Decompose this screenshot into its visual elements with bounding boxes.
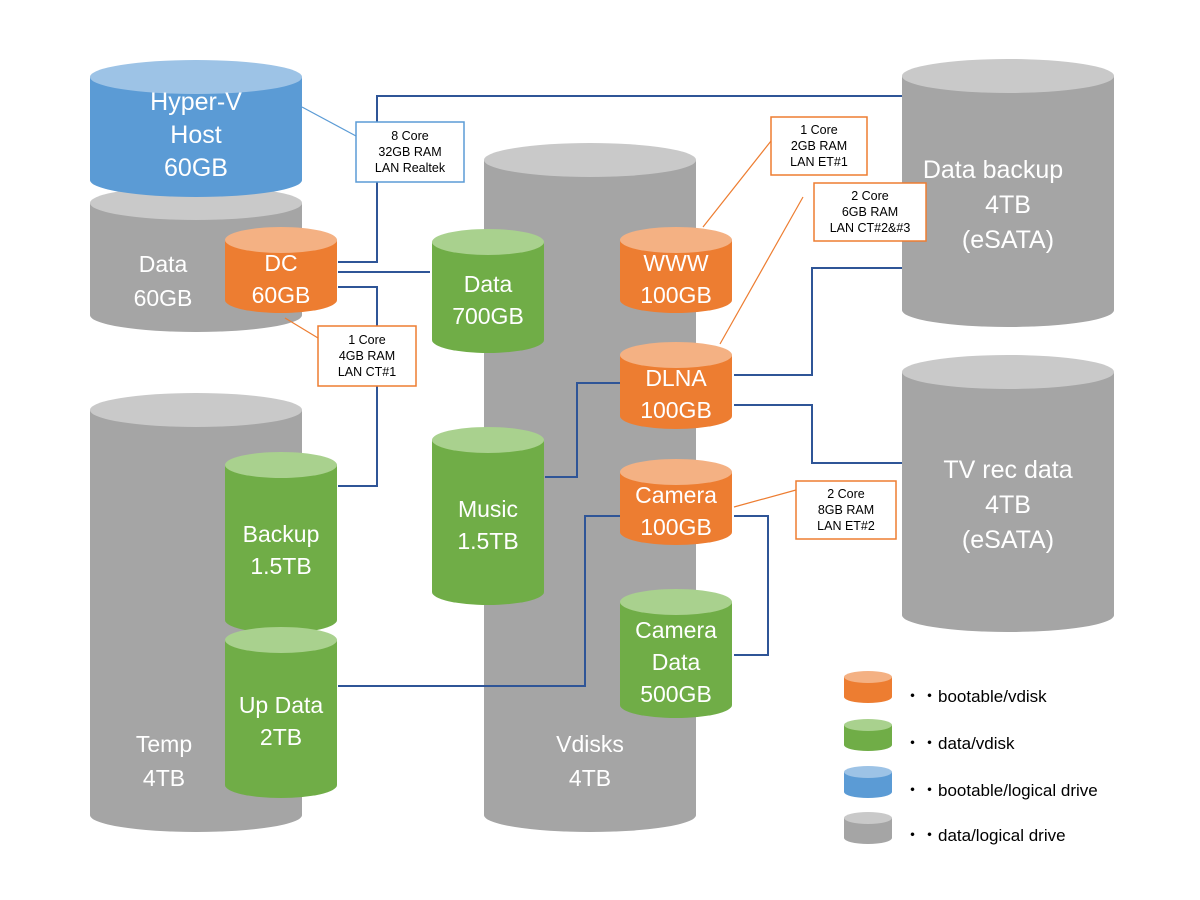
drive-data-backup-name: Data backup	[923, 156, 1063, 184]
drive-vdisks-name: Vdisks	[556, 731, 624, 757]
drive-data-backup: Data backup 4TB (eSATA)	[902, 59, 1114, 327]
vdisk-music: Music 1.5TB	[432, 427, 544, 605]
spec-box-www: 1 Core 2GB RAM LAN ET#1	[770, 116, 868, 176]
link-music-to-dlna	[545, 382, 620, 478]
vdisk-camera-name: Camera	[635, 482, 717, 508]
spec-dlna-cores: 2 Core	[851, 189, 889, 203]
legend-item-bootable-vdisk: ・・bootable/vdisk	[844, 671, 1047, 706]
link-dlna-to-data-backup	[734, 267, 902, 376]
vdisk-www-size: 100GB	[640, 282, 712, 308]
vdisk-camera-data-label: Data	[652, 649, 701, 675]
vdisk-dlna-name: DLNA	[645, 365, 707, 391]
spec-box-dc: 1 Core 4GB RAM LAN CT#1	[317, 325, 417, 387]
drive-tv-rec-size: 4TB	[985, 491, 1031, 519]
vdisk-data700: Data 700GB	[432, 229, 544, 353]
vdisk-camera-data-size: 500GB	[640, 681, 712, 707]
drive-data-backup-type: (eSATA)	[962, 226, 1054, 254]
vdisk-dlna-size: 100GB	[640, 397, 712, 423]
legend-label-bootable-logical: ・・bootable/logical drive	[904, 781, 1098, 800]
link-dlna-to-tv-rec	[734, 404, 902, 464]
legend-item-bootable-logical: ・・bootable/logical drive	[844, 766, 1098, 800]
spec-dc-lan: LAN CT#1	[338, 365, 396, 379]
link-camera-to-camera-data	[734, 515, 769, 656]
vdisk-www-name: WWW	[643, 250, 708, 276]
vdisk-data700-size: 700GB	[452, 303, 524, 329]
spec-host-lan: LAN Realtek	[375, 161, 446, 175]
legend-label-data-vdisk: ・・data/vdisk	[904, 734, 1015, 753]
drive-tv-rec-name: TV rec data	[943, 456, 1072, 484]
vdisk-updata-size: 2TB	[260, 724, 302, 750]
vdisk-www: WWW 100GB	[620, 227, 732, 313]
vdisk-backup-size: 1.5TB	[250, 553, 311, 579]
drive-temp-size: 4TB	[143, 765, 185, 791]
vdisk-music-size: 1.5TB	[457, 528, 518, 554]
legend-label-data-logical: ・・data/logical drive	[904, 826, 1066, 845]
legend-item-data-vdisk: ・・data/vdisk	[844, 719, 1015, 753]
vdisk-backup-name: Backup	[243, 521, 320, 547]
drive-tv-rec: TV rec data 4TB (eSATA)	[902, 355, 1114, 632]
spec-box-camera: 2 Core 8GB RAM LAN ET#2	[795, 480, 897, 540]
vdisk-dc-name: DC	[264, 250, 297, 276]
drive-data-backup-size: 4TB	[985, 191, 1031, 219]
spec-dlna-ram: 6GB RAM	[842, 205, 898, 219]
spec-dc-ram: 4GB RAM	[339, 349, 395, 363]
spec-host-cores: 8 Core	[391, 129, 429, 143]
legend-item-data-logical: ・・data/logical drive	[844, 812, 1066, 845]
spec-www-lan: LAN ET#1	[790, 155, 848, 169]
drive-vdisks-size: 4TB	[569, 765, 611, 791]
spec-camera-cores: 2 Core	[827, 487, 865, 501]
vdisk-camera-data-name: Camera	[635, 617, 717, 643]
drive-hyperv-name: Hyper-V	[150, 88, 242, 116]
spec-box-dlna: 2 Core 6GB RAM LAN CT#2&#3	[813, 182, 927, 242]
spec-camera-lan: LAN ET#2	[817, 519, 875, 533]
vdisk-dlna: DLNA 100GB	[620, 342, 732, 429]
callout-leaders	[284, 106, 804, 508]
legend-label-bootable-vdisk: ・・bootable/vdisk	[904, 687, 1047, 706]
drive-hyperv-size: 60GB	[164, 154, 228, 182]
vdisk-updata: Up Data 2TB	[225, 627, 337, 798]
drive-tv-rec-type: (eSATA)	[962, 526, 1054, 554]
spec-camera-ram: 8GB RAM	[818, 503, 874, 517]
vdisk-camera: Camera 100GB	[620, 459, 732, 545]
drive-host-data-size: 60GB	[134, 285, 193, 311]
spec-www-cores: 1 Core	[800, 123, 838, 137]
vdisk-camera-size: 100GB	[640, 514, 712, 540]
spec-dc-cores: 1 Core	[348, 333, 386, 347]
drive-hyperv-host-label: Host	[170, 121, 221, 149]
link-camera-to-updata	[338, 515, 620, 687]
vdisk-updata-name: Up Data	[239, 692, 324, 718]
vdisk-camera-data: Camera Data 500GB	[620, 589, 732, 718]
legend: ・・bootable/vdisk ・・data/vdisk ・・bootable…	[844, 671, 1098, 845]
vdisk-backup: Backup 1.5TB	[225, 452, 337, 633]
drive-hyperv-host: Hyper-V Host 60GB	[90, 60, 302, 197]
spec-box-host: 8 Core 32GB RAM LAN Realtek	[355, 121, 465, 183]
spec-host-ram: 32GB RAM	[378, 145, 441, 159]
drive-temp-name: Temp	[136, 731, 192, 757]
spec-dlna-lan: LAN CT#2&#3	[830, 221, 911, 235]
vdisk-dc: DC 60GB	[225, 227, 337, 313]
drive-host-data-name: Data	[139, 251, 188, 277]
vdisk-dc-size: 60GB	[252, 282, 311, 308]
vdisk-music-name: Music	[458, 496, 518, 522]
vdisk-data700-name: Data	[464, 271, 513, 297]
spec-www-ram: 2GB RAM	[791, 139, 847, 153]
